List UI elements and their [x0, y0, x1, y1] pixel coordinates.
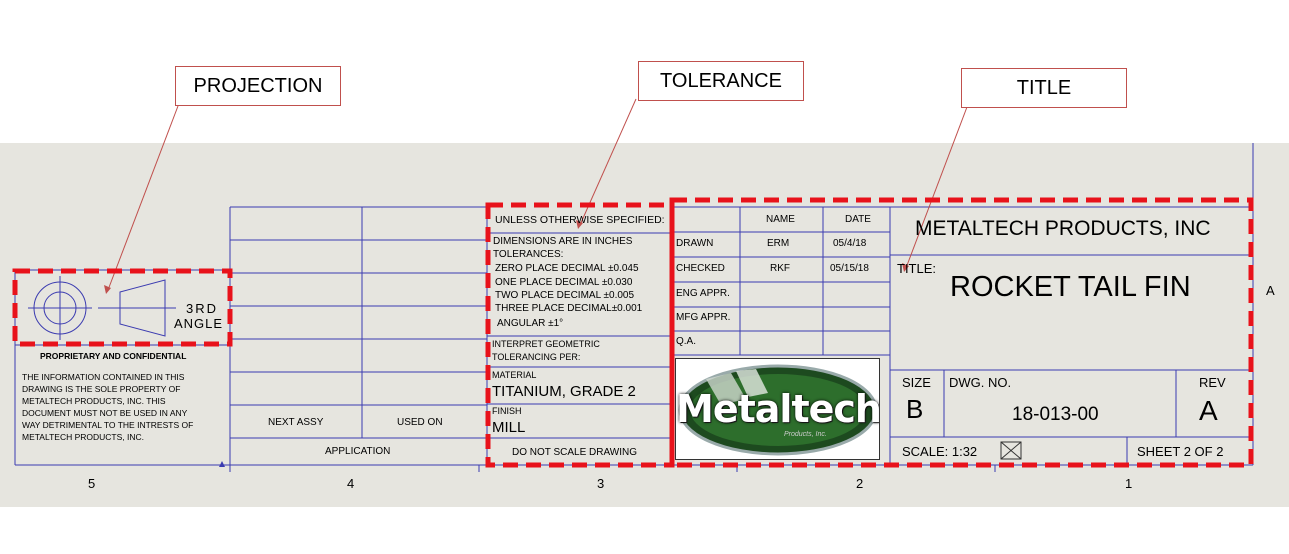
- zone-label: 5: [88, 476, 96, 491]
- approval-row-label: MFG APPR.: [676, 312, 731, 323]
- tolerance-line: THREE PLACE DECIMAL±0.001: [495, 303, 643, 314]
- tolerance-line: ONE PLACE DECIMAL ±0.030: [495, 277, 633, 288]
- company-name: METALTECH PRODUCTS, INC: [915, 217, 1211, 240]
- zone-label-right: A: [1266, 283, 1275, 298]
- projection-angle-line2: ANGLE: [174, 316, 224, 331]
- zone-marker-icon: [219, 461, 225, 467]
- dwg-no-label: DWG. NO.: [949, 375, 1012, 390]
- zone-label: 3: [597, 476, 605, 491]
- rev-label: REV: [1199, 375, 1226, 390]
- drawing-title: ROCKET TAIL FIN: [950, 271, 1191, 303]
- title-callout: TITLE: [961, 68, 1127, 108]
- title-highlight: [669, 197, 1254, 468]
- title-label: TITLE:: [897, 261, 937, 276]
- dwg-no-value: 18-013-00: [1012, 404, 1099, 425]
- approval-row-name: ERM: [767, 238, 790, 249]
- used-on-label: USED ON: [397, 417, 443, 428]
- unless-specified-label: UNLESS OTHERWISE SPECIFIED:: [495, 214, 665, 226]
- proprietary-heading: PROPRIETARY AND CONFIDENTIAL: [40, 351, 187, 361]
- sheet-label: SHEET 2 OF 2: [1137, 444, 1224, 459]
- tolerance-line: TWO PLACE DECIMAL ±0.005: [495, 290, 635, 301]
- interpret-label: TOLERANCING PER:: [492, 352, 581, 362]
- tolerance-line: TOLERANCES:: [493, 249, 564, 260]
- finish-value: MILL: [492, 419, 526, 436]
- interpret-label: INTERPRET GEOMETRIC: [492, 339, 600, 349]
- title-arrow-icon: [902, 263, 909, 272]
- zone-label: 4: [347, 476, 355, 491]
- size-value: B: [906, 394, 924, 424]
- approval-row-date: 05/4/18: [833, 238, 867, 249]
- scale-label: SCALE: 1:32: [902, 444, 978, 459]
- approval-row-date: 05/15/18: [830, 263, 869, 274]
- tolerance-line: ANGULAR ±1°: [497, 318, 564, 329]
- tolerance-arrow-icon: [576, 220, 583, 229]
- application-label: APPLICATION: [325, 446, 391, 457]
- projection-angle-line1: 3RD: [186, 301, 219, 316]
- projection-highlight: [12, 268, 233, 347]
- proprietary-line: METALTECH PRODUCTS, INC.: [22, 432, 144, 442]
- size-label: SIZE: [902, 375, 931, 390]
- name-header: NAME: [766, 214, 795, 225]
- next-assy-label: NEXT ASSY: [268, 417, 324, 428]
- proprietary-line: DRAWING IS THE SOLE PROPERTY OF: [22, 384, 181, 394]
- zone-label: 1: [1125, 476, 1133, 491]
- tolerance-line: ZERO PLACE DECIMAL ±0.045: [495, 263, 639, 274]
- proprietary-line: METALTECH PRODUCTS, INC. THIS: [22, 396, 166, 406]
- tolerance-line: DIMENSIONS ARE IN INCHES: [493, 236, 633, 247]
- proprietary-line: THE INFORMATION CONTAINED IN THIS: [22, 372, 185, 382]
- projection-callout: PROJECTION: [175, 66, 341, 106]
- zone-label: 2: [856, 476, 864, 491]
- approval-row-label: DRAWN: [676, 238, 714, 249]
- drawing-sheet: [0, 143, 1289, 507]
- date-header: DATE: [845, 214, 871, 225]
- rev-value: A: [1199, 395, 1218, 426]
- scale-checkbox-icon: [1000, 441, 1022, 460]
- approval-row-name: RKF: [770, 263, 790, 274]
- material-label: MATERIAL: [492, 370, 537, 380]
- proprietary-line: WAY DETRIMENTAL TO THE INTRESTS OF: [22, 420, 194, 430]
- projection-arrow-icon: [104, 285, 111, 294]
- finish-label: FINISH: [492, 406, 522, 416]
- approval-row-label: Q.A.: [676, 336, 697, 347]
- company-logo: Metaltech Products, Inc.: [675, 358, 880, 460]
- proprietary-line: DOCUMENT MUST NOT BE USED IN ANY: [22, 408, 188, 418]
- callout-leaders: [107, 98, 968, 291]
- tolerance-callout: TOLERANCE: [638, 61, 804, 101]
- approval-row-label: ENG APPR.: [676, 288, 730, 299]
- approval-row-label: CHECKED: [676, 263, 725, 274]
- material-value: TITANIUM, GRADE 2: [492, 383, 636, 400]
- do-not-scale-label: DO NOT SCALE DRAWING: [512, 447, 638, 458]
- projection-symbol-icon: [28, 276, 176, 340]
